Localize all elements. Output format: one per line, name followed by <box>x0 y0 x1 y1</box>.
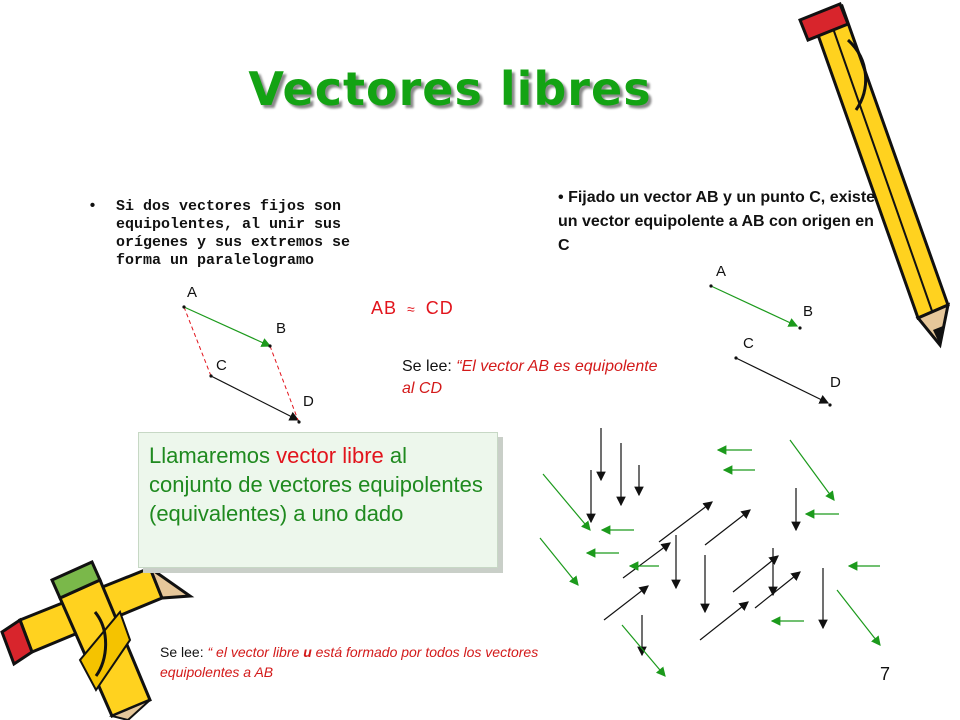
right-bullet-text: Fijado un vector AB y un punto C, existe… <box>558 189 876 254</box>
vector-ab-right <box>710 285 799 327</box>
left-bullet-text: Si dos vectores fijos son equipolentes, … <box>116 198 351 269</box>
point-label-b-right: B <box>803 303 814 320</box>
bullet-marker: • <box>88 198 98 215</box>
dashed-side-ac <box>183 306 212 377</box>
point-label-b-left: B <box>276 320 287 337</box>
equipolence-symbol: ≈ <box>407 301 416 317</box>
pencils-bottom-left-icon <box>0 560 195 720</box>
definition-box: Llamaremos vector libre al conjunto de v… <box>138 432 498 568</box>
slide-title: Vectores libres <box>248 62 652 116</box>
point-label-a-left: A <box>187 284 198 301</box>
reading-quote: “El vector AB es equipolente al CD <box>402 358 658 397</box>
pencil-top-right-icon <box>798 2 951 349</box>
reading-note-free-vector: Se lee: “ el vector libre u está formado… <box>160 642 580 682</box>
definition-text-1: Llamaremos <box>149 443 277 468</box>
left-bullet-point: • Si dos vectores fijos son equipolentes… <box>88 198 388 270</box>
right-bullet-point: • Fijado un vector AB y un punto C, exis… <box>558 186 878 258</box>
equipolence-notation: AB ≈ CD <box>371 298 454 319</box>
reading-quote-2b: está formado por todos los vectores equi… <box>160 644 539 680</box>
page-number: 7 <box>880 664 891 684</box>
reading-prefix: Se lee: <box>402 358 452 375</box>
reading-note-equipolence: Se lee: “El vector AB es equipolente al … <box>402 356 672 400</box>
vector-collection-illustration <box>539 428 881 677</box>
free-vector-symbol: u <box>303 644 312 660</box>
definition-highlight-libre: libre <box>342 443 384 468</box>
vector-ab-left <box>183 306 272 347</box>
vector-ab-notation: AB <box>371 298 398 318</box>
point-label-a-right: A <box>716 263 727 280</box>
bullet-marker: • <box>558 189 564 206</box>
vector-cd-notation: CD <box>425 298 454 318</box>
dashed-side-bd <box>269 345 299 421</box>
reading-quote-2a: “ el vector libre <box>207 644 304 660</box>
vector-cd-left <box>210 375 300 421</box>
point-label-c-left: C <box>216 357 227 374</box>
reading-prefix-2: Se lee: <box>160 644 208 660</box>
point-label-d-left: D <box>303 393 314 410</box>
vector-cd-right <box>735 357 830 404</box>
definition-highlight-vector: vector <box>276 443 337 468</box>
point-label-c-right: C <box>743 335 754 352</box>
point-label-d-right: D <box>830 374 841 391</box>
definition-text-2: al conjunto de vectores equipolentes (eq… <box>149 443 483 526</box>
